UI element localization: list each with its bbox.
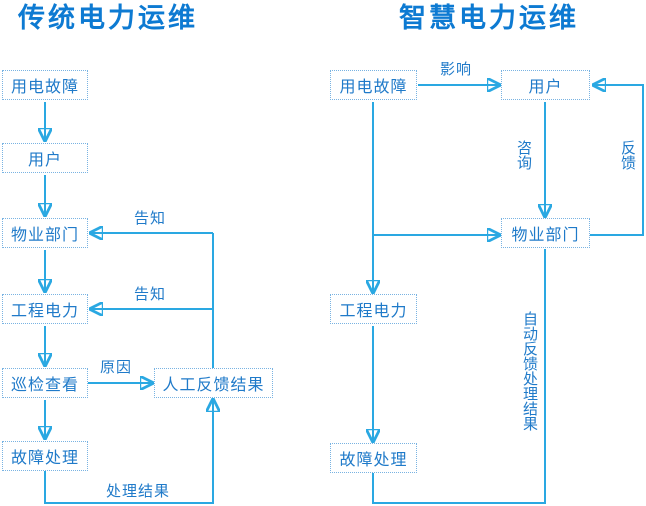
- node-smart-property-dept: 物业部门: [501, 218, 590, 248]
- label-notify-property: 告知: [134, 209, 167, 227]
- label-reason: 原因: [100, 358, 133, 376]
- label-impact: 影响: [440, 60, 473, 78]
- node-traditional-user: 用户: [2, 143, 88, 173]
- node-traditional-engineering-power: 工程电力: [2, 294, 88, 324]
- node-traditional-fault-handling: 故障处理: [2, 441, 88, 471]
- arrow-trad-handling-result-loop: [44, 401, 213, 504]
- smart-title: 智慧电力运维: [399, 3, 579, 34]
- node-smart-fault-handling: 故障处理: [330, 443, 417, 473]
- node-smart-user: 用户: [501, 70, 590, 100]
- label-notify-engineering: 告知: [134, 285, 167, 303]
- node-traditional-property-dept: 物业部门: [2, 218, 88, 248]
- node-smart-engineering-power: 工程电力: [330, 294, 417, 324]
- node-traditional-manual-feedback: 人工反馈结果: [154, 368, 273, 398]
- node-traditional-inspection: 巡检查看: [2, 368, 88, 398]
- arrow-smart-feedback-loop: [589, 85, 644, 236]
- label-feedback: 反馈: [619, 140, 637, 170]
- label-auto-feedback-result: 自动反馈处理结果: [521, 311, 539, 431]
- label-consult: 咨询: [515, 140, 533, 170]
- label-handling-result: 处理结果: [106, 482, 171, 500]
- node-smart-power-fault: 用电故障: [330, 70, 417, 100]
- traditional-title: 传统电力运维: [18, 3, 198, 34]
- line-smart-auto-feedback-loop: [372, 249, 546, 504]
- node-traditional-power-fault: 用电故障: [2, 70, 88, 100]
